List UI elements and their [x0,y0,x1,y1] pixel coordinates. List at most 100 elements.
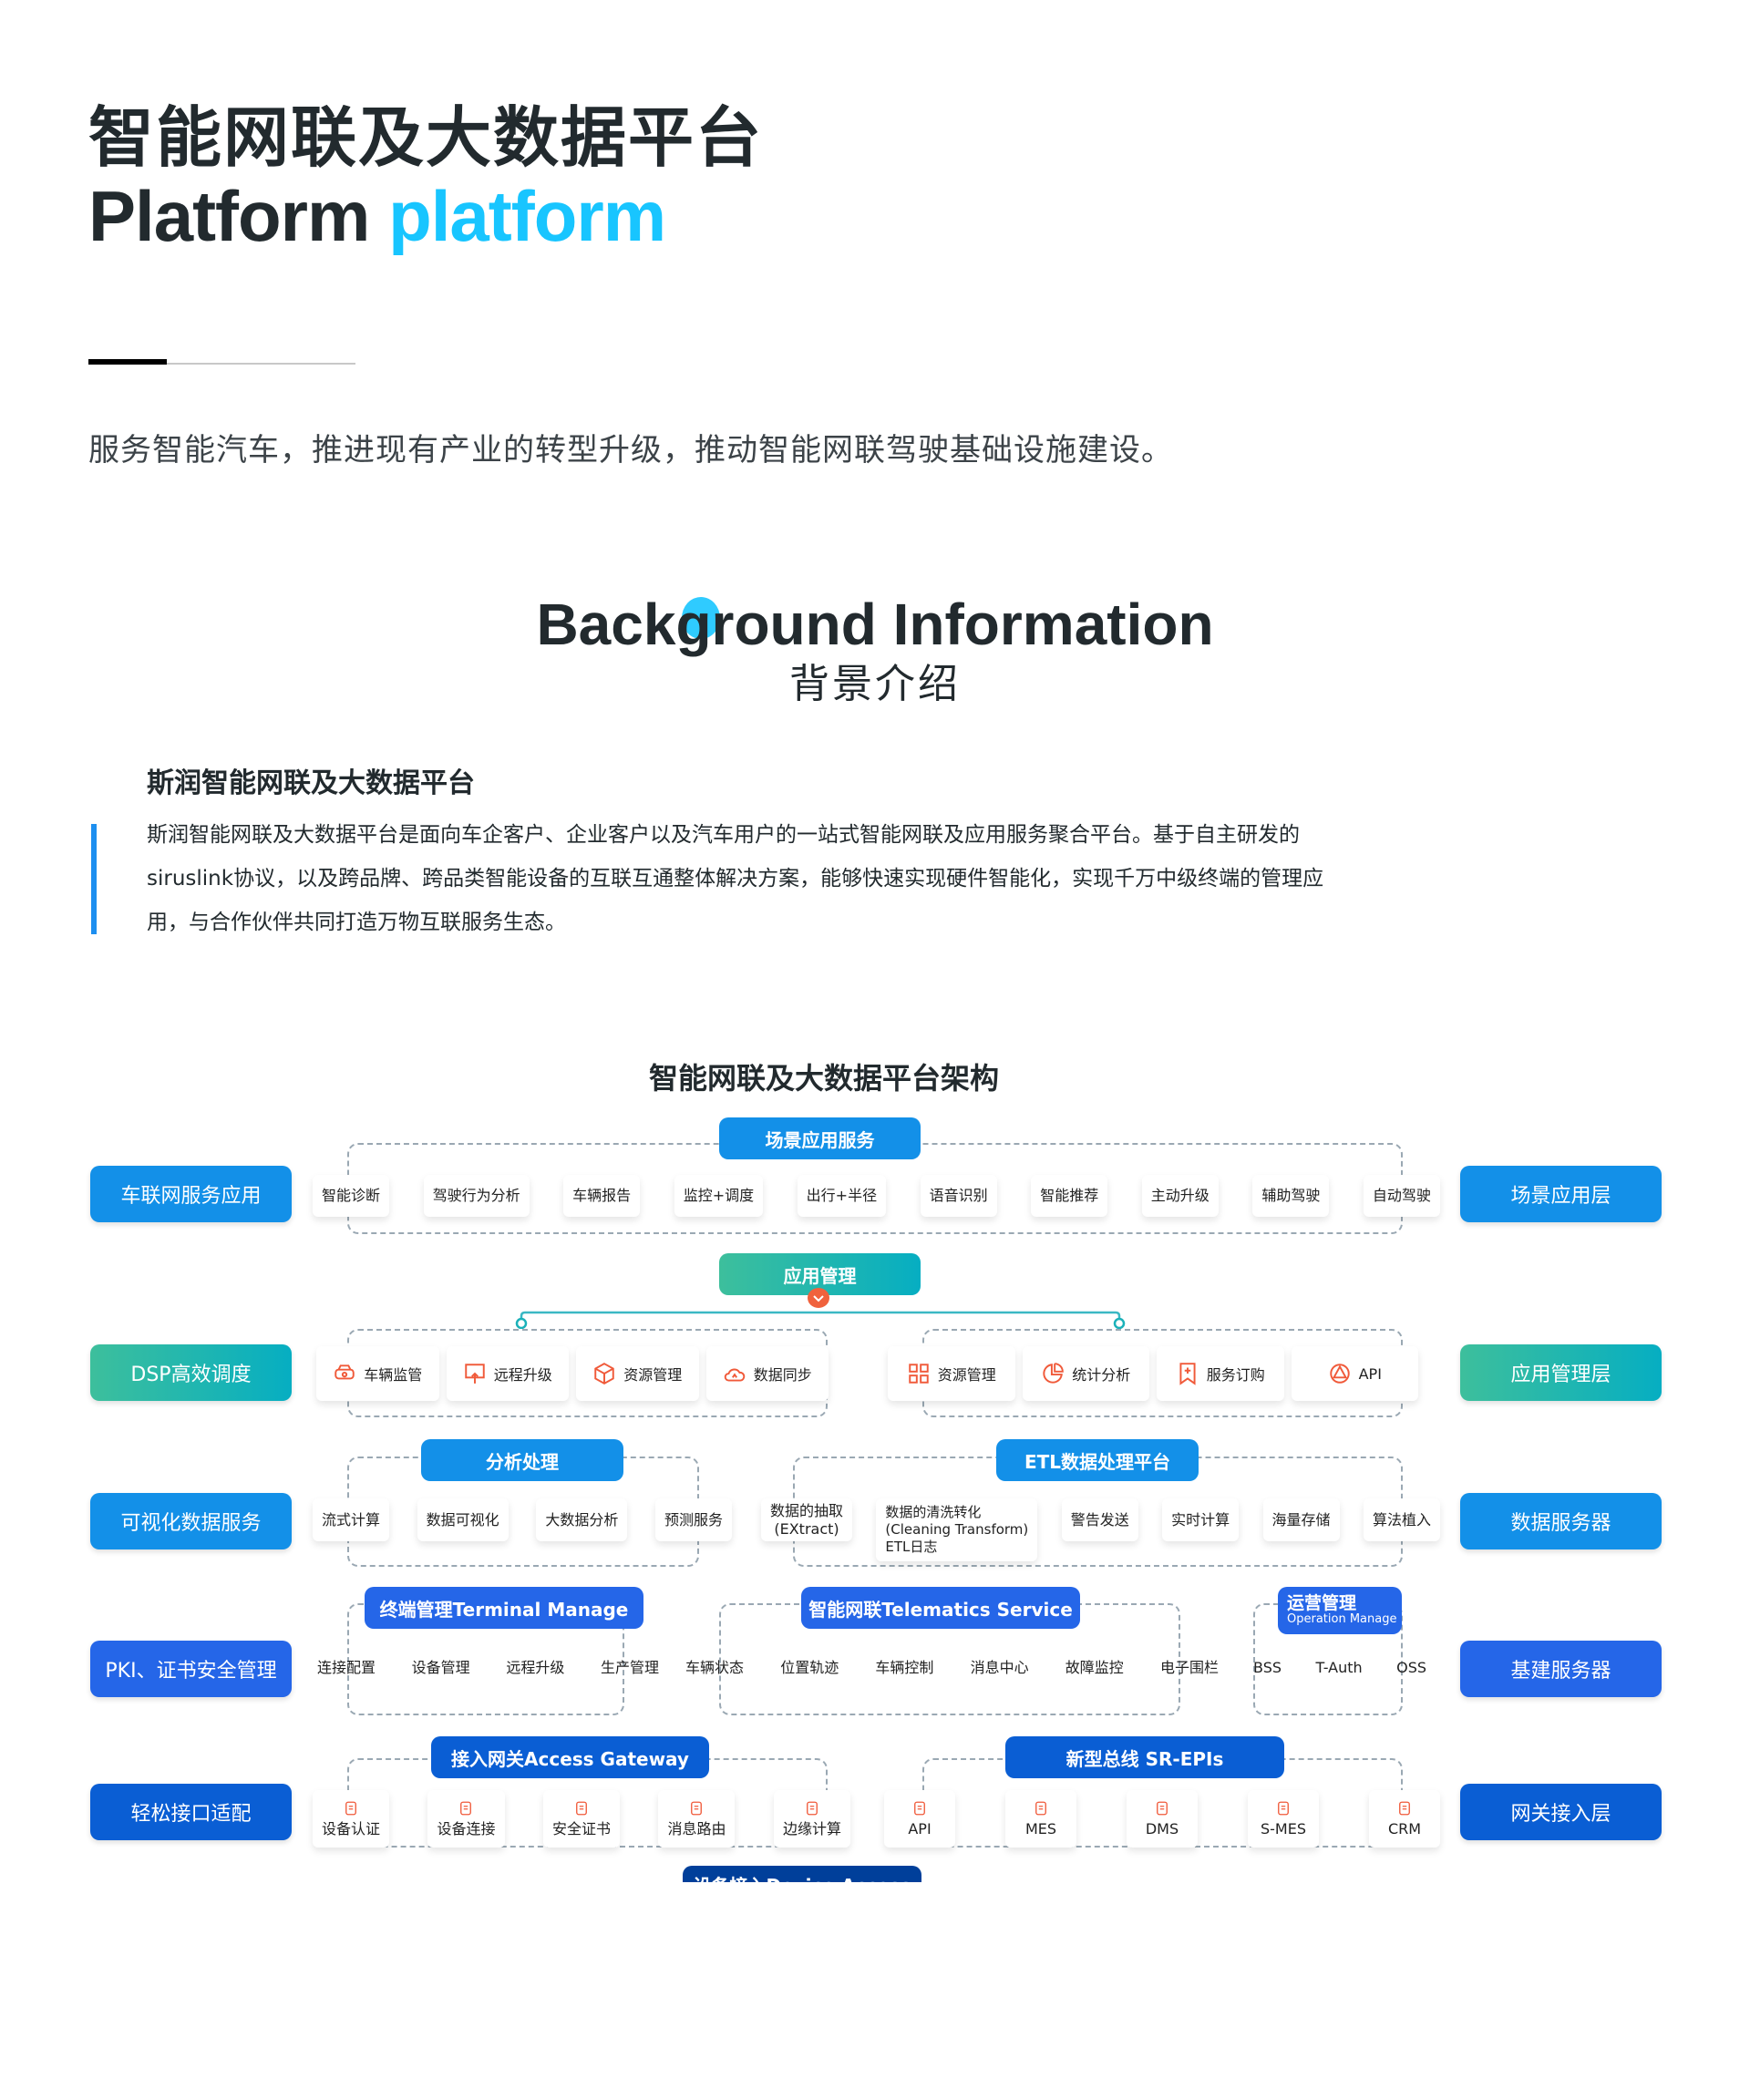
list-item: API [884,1790,955,1848]
list-item: 出行+半径 [797,1175,887,1217]
item-label: 监控+调度 [683,1187,755,1204]
item-label: 远程升级 [506,1659,565,1676]
item-label: CRM [1387,1819,1422,1838]
item-label: 警告发送 [1070,1510,1129,1529]
item-label: 统计分析 [1072,1366,1131,1384]
device-icon [1399,1801,1410,1815]
api-icon [1329,1364,1350,1384]
list-item: 算法植入 [1363,1498,1440,1541]
list-item: 车辆监管 [316,1346,439,1401]
item-list: 连接配置设备管理远程升级生产管理 [317,1655,659,1681]
list-item: 消息中心 [971,1655,1029,1681]
item-list: 设备认证 设备连接 安全证书 消息路由 边缘计算 [313,1790,850,1848]
layer-label-left: 车联网服务应用 [90,1166,292,1222]
bottom-clip: 设备接入Device Access [683,1866,921,1882]
list-item: 安全证书 [542,1790,620,1848]
layer-label-left: 轻松接口适配 [90,1784,292,1840]
list-item: 车辆状态 [685,1655,744,1681]
item-label: API [908,1819,932,1838]
list-item: 数据的清洗转化 (Cleaning Transform) ETL日志 [876,1498,1038,1561]
list-item: 服务订购 [1157,1346,1284,1401]
item-label: 车辆报告 [572,1187,632,1204]
item-label: MES [1024,1819,1057,1838]
page-title-en: Platform platform [88,175,666,258]
diagram-title: 智能网联及大数据平台架构 [648,1061,999,1096]
resource-box-icon [594,1363,614,1385]
group-header: 接入网关Access Gateway [431,1736,709,1778]
item-label: 辅助驾驶 [1261,1187,1321,1204]
list-item: CRM [1369,1790,1440,1848]
title-en-dark: Platform [88,176,370,256]
list-item: 车辆控制 [875,1655,933,1681]
chevron-down-icon [808,1288,829,1308]
item-label: 驾驶行为分析 [432,1187,520,1204]
item-label: 设备认证 [322,1819,381,1838]
page-subtitle: 服务智能汽车，推进现有产业的转型升级，推动智能网联驾驶基础设施建设。 [88,432,1173,468]
connector-lines [515,1311,1126,1329]
item-label: 预测服务 [664,1510,723,1529]
list-item: API [1291,1346,1418,1401]
divider-accent [88,359,167,365]
item-label: 电子围栏 [1159,1659,1219,1676]
list-item: 设备认证 [313,1790,390,1848]
list-item: 语音识别 [920,1175,997,1217]
item-label: 数据的抽取 (EXtract) [770,1501,844,1538]
item-list: BSS T-Auth OSS [1253,1655,1426,1681]
item-label: 语音识别 [929,1187,988,1204]
item-label: 消息中心 [970,1659,1029,1676]
list-item: 远程升级 [446,1346,569,1401]
item-label: OSS [1396,1659,1426,1676]
layer-label-left: PKI、证书安全管理 [90,1641,292,1697]
group-header-title: 运营管理 [1287,1593,1357,1614]
list-item: T-Auth [1315,1655,1362,1681]
item-list: 智能诊断驾驶行为分析车辆报告监控+调度出行+半径语音识别智能推荐主动升级辅助驾驶… [313,1175,1440,1217]
item-label: BSS [1253,1659,1282,1676]
list-item: 数据同步 [705,1346,829,1401]
item-list: 数据的抽取 (EXtract) 数据的清洗转化 (Cleaning Transfo… [761,1498,1440,1561]
item-label: S-MES [1261,1819,1306,1838]
background-title-en: Background Information [536,592,1214,657]
list-item: 资源管理 [576,1346,699,1401]
item-label: 消息路由 [667,1819,726,1838]
list-item: 驾驶行为分析 [423,1175,530,1217]
list-item: 海量存储 [1262,1498,1340,1541]
layer-label-right: 场景应用层 [1460,1166,1662,1222]
list-item: 大数据分析 [536,1498,628,1541]
list-item: 电子围栏 [1160,1655,1219,1681]
grid-icon [909,1364,929,1384]
layer-label-right: 网关接入层 [1460,1784,1662,1840]
group-header: 新型总线 SR-EPIs [1005,1736,1284,1778]
item-list: API MES DMS S-MES CRM [884,1790,1440,1848]
item-label: 安全证书 [551,1819,611,1838]
item-label: 车辆监管 [364,1366,423,1384]
list-item: 监控+调度 [674,1175,764,1217]
device-icon [460,1801,472,1815]
device-icon [807,1801,818,1815]
item-label: 算法植入 [1372,1510,1431,1529]
group-header: 设备接入Device Access [683,1866,921,1882]
bookmark-plus-icon [1179,1363,1196,1385]
divider-line [167,363,355,365]
item-label: 流式计算 [322,1510,381,1529]
list-item: 边缘计算 [773,1790,850,1848]
item-label: 位置轨迹 [780,1659,839,1676]
list-item: 设备连接 [427,1790,505,1848]
list-item: S-MES [1248,1790,1319,1848]
list-item: 设备管理 [412,1655,470,1681]
layer-label-left: DSP高效调度 [90,1344,292,1401]
item-label: 设备连接 [437,1819,496,1838]
device-icon [345,1801,356,1815]
cloud-sync-icon [724,1368,745,1382]
pie-chart-icon [1043,1363,1065,1384]
item-label: 数据同步 [753,1366,812,1384]
item-label: 智能推荐 [1040,1187,1099,1204]
item-label: 数据的清洗转化 (Cleaning Transform) ETL日志 [885,1504,1029,1555]
device-icon [1157,1801,1168,1815]
list-item: DMS [1127,1790,1198,1848]
item-label: DMS [1145,1819,1179,1838]
section-paragraph: 斯润智能网联及大数据平台是面向车企客户、企业客户以及汽车用户的一站式智能网联及应… [147,823,1324,934]
list-item: 车辆报告 [563,1175,641,1217]
item-label: 智能诊断 [322,1187,381,1204]
